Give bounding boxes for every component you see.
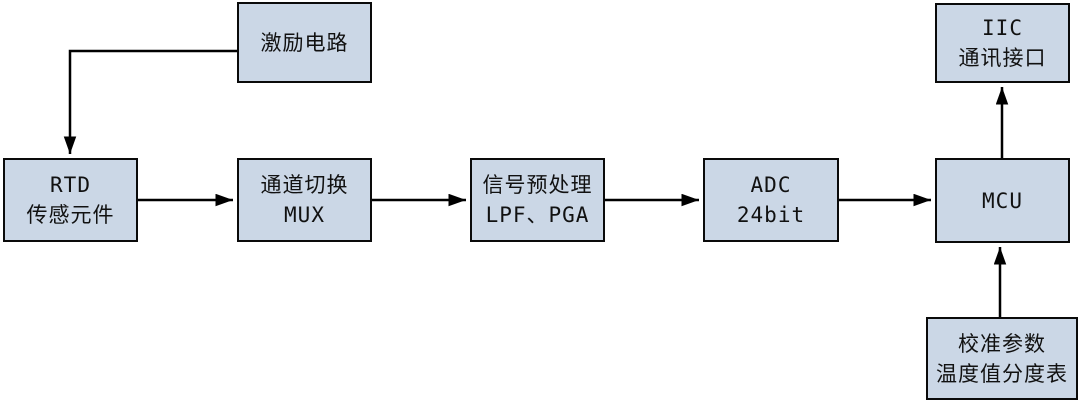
node-label: 信号预处理 [482,173,593,197]
node-rtd-sensor: RTD 传感元件 [3,158,138,242]
node-label: MCU [982,188,1023,213]
arrow-excitation-to-rtd [63,49,237,154]
node-excitation-circuit: 激励电路 [237,2,372,83]
node-calibration-table: 校准参数 温度值分度表 [926,317,1078,400]
node-label: IIC [982,16,1023,40]
node-adc: ADC 24bit [703,158,839,242]
node-label: MUX [284,203,325,227]
node-signal-preprocess: 信号预处理 LPF、PGA [470,158,605,242]
node-label: 通道切换 [260,173,349,197]
node-iic-interface: IIC 通讯接口 [935,3,1070,83]
node-label: 传感元件 [26,203,115,227]
node-channel-mux: 通道切换 MUX [237,158,372,242]
node-label: 通讯接口 [958,46,1047,70]
node-label: 校准参数 [958,331,1046,356]
node-mcu: MCU [935,158,1070,243]
node-label: 24bit [736,203,806,227]
node-label: RTD [50,173,91,197]
node-label: ADC [750,173,792,197]
node-label: LPF、PGA [485,203,590,227]
node-label: 激励电路 [260,30,349,55]
node-label: 温度值分度表 [936,361,1068,386]
